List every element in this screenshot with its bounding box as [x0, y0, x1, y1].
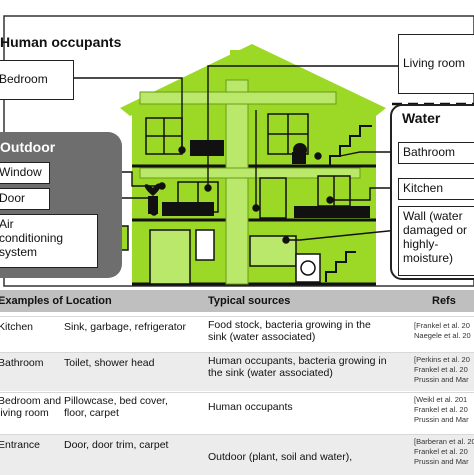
- cell-ref-2: Naegele et al. 20: [414, 331, 471, 340]
- cell-examples: Sink, garbage, refrigerator: [64, 321, 186, 333]
- sources-table: Examples of Location Typical sources Ref…: [0, 290, 474, 475]
- cell-sources-1: Human occupants: [208, 401, 293, 413]
- kitchen-counter: [294, 206, 370, 218]
- window-label: Window: [0, 162, 50, 184]
- cell-ref-1: [Perkins et al. 20: [414, 355, 470, 364]
- cell-ref-1: [Barberan et al. 20: [414, 437, 474, 446]
- table-header: Examples of Location Typical sources Ref…: [0, 290, 474, 312]
- living-room-label: Living room: [398, 34, 474, 94]
- cell-examples: Toilet, shower head: [64, 357, 155, 369]
- table-row: Bedroom and living room Pillowcase, bed …: [0, 392, 474, 433]
- ac-line-2: conditioning: [0, 231, 64, 245]
- cell-ref-2: Frankel et al. 20: [414, 447, 468, 456]
- cell-sources-1: Human occupants, bacteria growing in: [208, 355, 387, 367]
- cell-location-2: living room: [0, 407, 49, 419]
- bed: [190, 140, 224, 156]
- wall-line-1: Wall (water: [403, 209, 463, 223]
- washing-machine: [295, 253, 321, 283]
- cell-sources-2: the sink (water associated): [208, 367, 333, 379]
- wall-line-2: damaged or: [403, 223, 468, 237]
- door-label: Door: [0, 188, 50, 210]
- cell-location: Kitchen: [0, 321, 34, 333]
- cell-location: Entrance: [0, 439, 41, 451]
- wall-line-3: highly-: [403, 237, 439, 251]
- cell-examples-1: Pillowcase, bed cover,: [64, 395, 168, 407]
- cell-sources-1: Food stock, bacteria growing in the: [208, 319, 371, 331]
- bedroom-label: Bedroom: [0, 60, 74, 100]
- wall-label: Wall (water damaged or highly- moisture): [398, 206, 474, 276]
- header-sources: Typical sources: [208, 295, 291, 307]
- table-row: Bathroom Toilet, shower head Human occup…: [0, 352, 474, 391]
- air-conditioning-label: Air conditioning system: [0, 214, 98, 268]
- cell-ref-3: Prussin and Mar: [414, 375, 469, 384]
- sofa: [162, 202, 214, 216]
- cell-ref-1: [Frankel et al. 20: [414, 321, 470, 330]
- ac-line-3: system: [0, 245, 38, 259]
- stairs: [329, 125, 372, 166]
- cell-examples: Door, door trim, carpet: [64, 439, 169, 451]
- ac-line-1: Air: [0, 217, 14, 231]
- cell-ref-2: Frankel et al. 20: [414, 365, 468, 374]
- wall-line-4: moisture): [403, 251, 454, 265]
- table-row: Entrance Door, door trim, carpet Outdoor…: [0, 434, 474, 475]
- cell-location-1: Bedroom and: [0, 395, 62, 407]
- human-occupants-title: Human occupants: [0, 34, 122, 50]
- cell-location: Bathroom: [0, 357, 44, 369]
- header-refs: Refs: [432, 295, 456, 307]
- kitchen-label: Kitchen: [398, 178, 474, 200]
- table-row: Kitchen Sink, garbage, refrigerator Food…: [0, 316, 474, 351]
- outdoor-title: Outdoor: [0, 139, 56, 155]
- bathroom-label: Bathroom: [398, 142, 474, 164]
- header-location: Examples of Location: [0, 295, 112, 307]
- cell-sources-2: sink (water associated): [208, 331, 316, 343]
- cell-sources-1: Outdoor (plant, soil and water),: [208, 451, 353, 463]
- cell-ref-2: Frankel et al. 20: [414, 405, 468, 414]
- cell-ref-3: Prussin and Mar: [414, 415, 469, 424]
- water-title: Water: [402, 110, 441, 126]
- entrance-door: [149, 229, 191, 285]
- cell-ref-3: Prussin and Mar: [414, 457, 469, 466]
- cell-ref-1: [Weikl et al. 201: [414, 395, 468, 404]
- cell-examples-2: floor, carpet: [64, 407, 119, 419]
